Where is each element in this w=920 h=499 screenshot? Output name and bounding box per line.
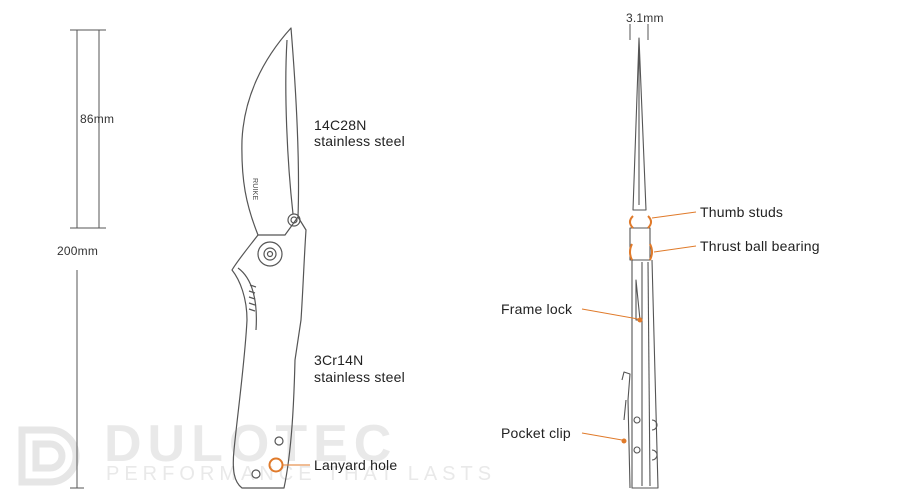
- overall-length-label: 200mm: [57, 244, 99, 258]
- frame-lock-leader: [581, 308, 639, 320]
- thrust-bearing-label: Thrust ball bearing: [700, 238, 820, 254]
- handle-steel-line-2: stainless steel: [314, 369, 405, 385]
- blade-thickness-label: 3.1mm: [626, 11, 664, 25]
- pocket-clip-label: Pocket clip: [501, 425, 571, 441]
- thumb-studs-leader: [651, 211, 697, 219]
- watermark-brand: DULOTEC: [104, 415, 398, 473]
- bearing-left-marker: [629, 243, 633, 261]
- thrust-bearing-leader: [653, 245, 697, 253]
- thumb-studs-label: Thumb studs: [700, 204, 784, 220]
- pocket-clip-leader: [581, 432, 623, 441]
- blade-steel-line-2: stainless steel: [314, 133, 405, 149]
- frame-lock-marker: [637, 317, 643, 323]
- pocket-clip-marker: [621, 438, 627, 444]
- thumb-stud-left-marker: [629, 215, 634, 229]
- handle-steel-line-1: 3Cr14N: [314, 352, 364, 368]
- blade-length-label: 86mm: [80, 112, 115, 126]
- bearing-right-marker: [649, 243, 653, 261]
- blade-steel-line-1: 14C28N: [314, 117, 367, 133]
- lanyard-hole-marker: [268, 457, 284, 473]
- watermark-slogan: PERFORMANCE THAT LASTS: [106, 463, 497, 485]
- thumb-stud-right-marker: [647, 215, 652, 229]
- lanyard-hole-label: Lanyard hole: [314, 457, 398, 473]
- frame-lock-label: Frame lock: [501, 301, 573, 317]
